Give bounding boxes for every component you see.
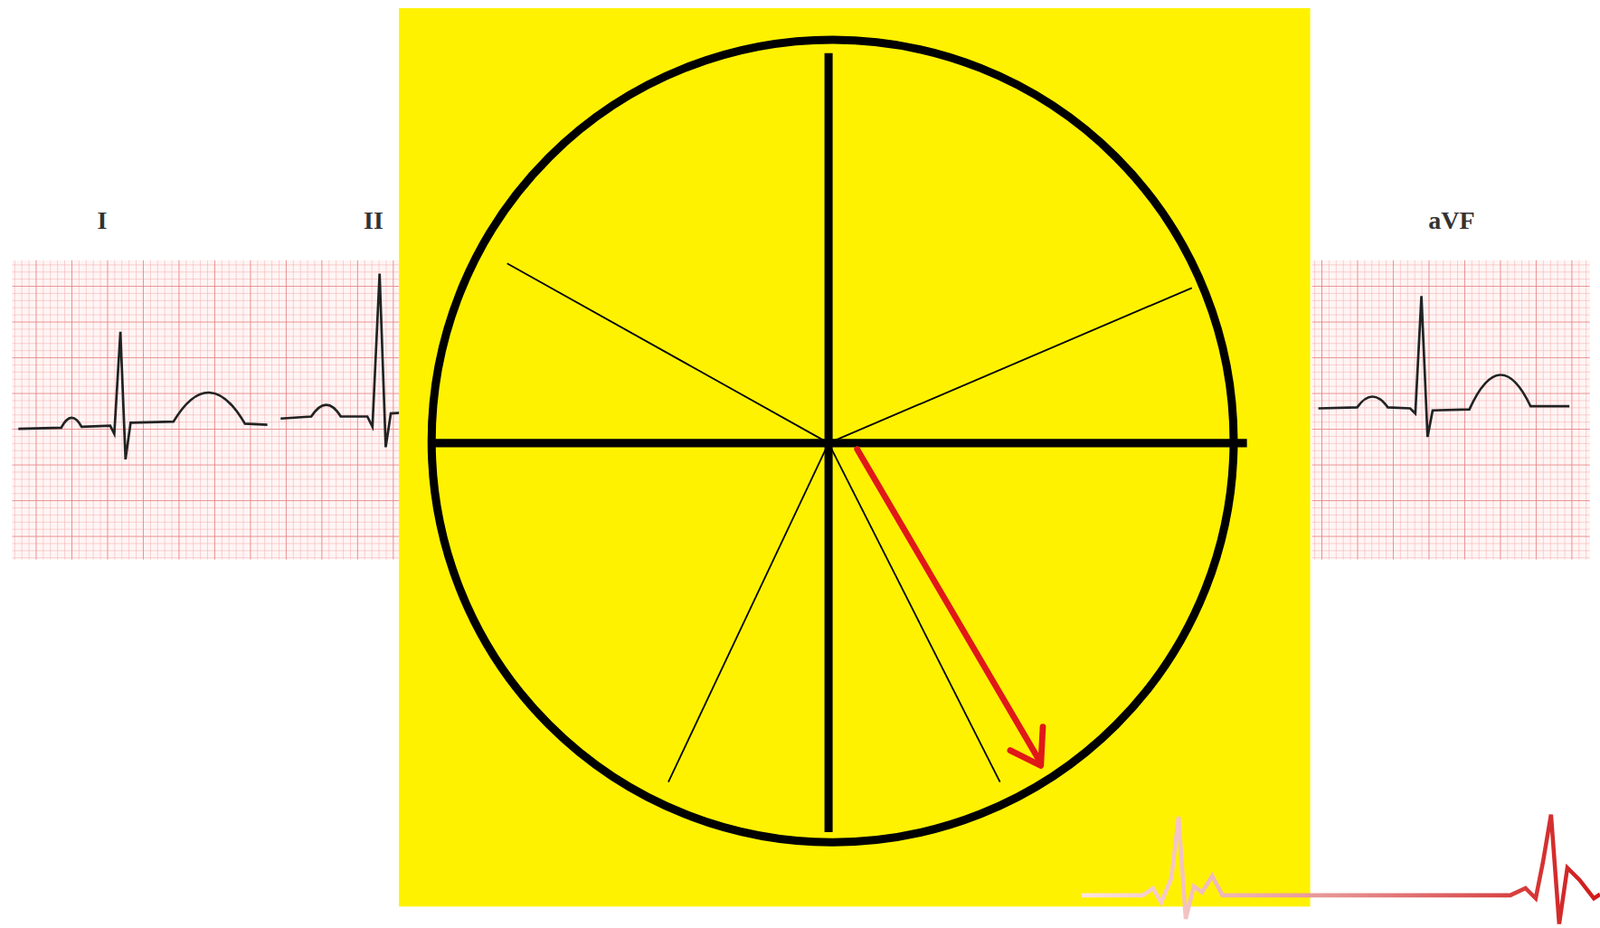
lead-label: II: [363, 206, 384, 236]
lead-label: aVF: [1428, 206, 1475, 236]
hexaxial-panel: [398, 8, 1310, 907]
ecg-trace-decoration: [1081, 814, 1600, 925]
ecg-strip-right: [1312, 260, 1591, 560]
ecg-strip-left: [12, 260, 406, 560]
lead-label: I: [97, 206, 108, 236]
